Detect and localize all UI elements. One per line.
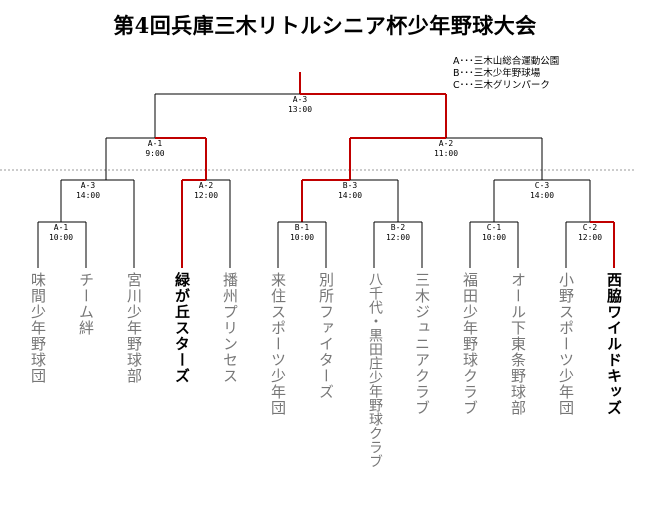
game-r1d-code: C-1 [487, 223, 502, 232]
game-r1d-time: 10:00 [482, 233, 506, 242]
team-name-winner: 緑が丘スターズ [173, 272, 191, 384]
game-r1a-time: 10:00 [49, 233, 73, 242]
game-sf-right-code: A-2 [439, 139, 454, 148]
team-name-winner: 西脇ワイルドキッズ [605, 272, 623, 416]
game-qf3-time: 14:00 [338, 191, 362, 200]
game-r1b-code: B-1 [295, 223, 310, 232]
team-name: 味間少年野球団 [29, 272, 47, 384]
team-name: 別所ファイターズ [317, 272, 335, 400]
game-r1c-code: B-2 [391, 223, 406, 232]
team-name: 小野スポーツ少年団 [557, 272, 575, 416]
team-name: 三木ジュニアクラブ [413, 272, 431, 416]
team-name: 福田少年野球クラブ [461, 272, 479, 416]
team-name: オール下東条野球部 [509, 272, 527, 416]
game-qf4-time: 14:00 [530, 191, 554, 200]
game-qf2-time: 12:00 [194, 191, 218, 200]
game-qf4-code: C-3 [535, 181, 550, 190]
game-qf2-code: A-2 [199, 181, 214, 190]
game-sf-left-code: A-1 [148, 139, 163, 148]
game-final-time: 13:00 [288, 105, 312, 114]
legend-item-c: C･･･三木グリンパーク [453, 80, 550, 91]
page-title: 第4回兵庫三木リトルシニア杯少年野球大会 [113, 13, 537, 38]
team-name: チーム絆 [77, 272, 95, 336]
game-final-code: A-3 [293, 95, 308, 104]
game-r1a-code: A-1 [54, 223, 69, 232]
team-name: 来住スポーツ少年団 [269, 272, 287, 416]
game-r1b-time: 10:00 [290, 233, 314, 242]
venue-legend: A･･･三木山総合運動公園 B･･･三木少年野球場 C･･･三木グリンパーク [453, 56, 559, 92]
game-qf1-time: 14:00 [76, 191, 100, 200]
game-qf3-code: B-3 [343, 181, 358, 190]
game-sf-right-time: 11:00 [434, 149, 458, 158]
game-sf-left-time: 9:00 [145, 149, 164, 158]
game-r1e-time: 12:00 [578, 233, 602, 242]
team-name: 宮川少年野球部 [125, 272, 143, 384]
legend-item-b: B･･･三木少年野球場 [453, 68, 541, 79]
game-r1c-time: 12:00 [386, 233, 410, 242]
game-qf1-code: A-3 [81, 181, 96, 190]
legend-item-a: A･･･三木山総合運動公園 [453, 56, 560, 67]
team-name: 八千代・黒田庄少年野球クラブ [367, 272, 383, 468]
game-r1e-code: C-2 [583, 223, 598, 232]
team-name: 播州プリンセス [221, 272, 239, 384]
